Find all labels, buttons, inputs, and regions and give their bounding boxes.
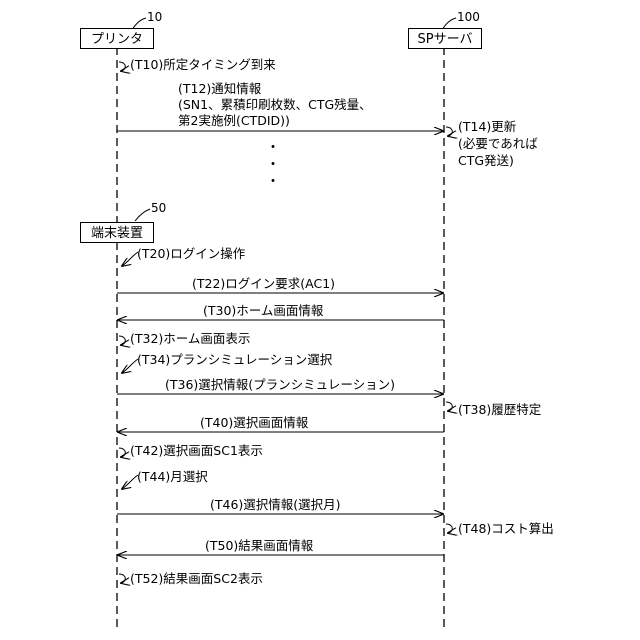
step-t34: (T34)プランシミュレーション選択: [137, 352, 332, 367]
ellipsis-dot-2: ・: [266, 158, 280, 172]
step-t48: (T48)コスト算出: [458, 521, 554, 536]
step-t14-line1: (T14)更新: [458, 119, 516, 134]
ellipsis-dot-3: ・: [266, 175, 280, 189]
t34-curl: [122, 359, 138, 373]
t48-curl: [446, 524, 452, 533]
step-t32: (T32)ホーム画面表示: [130, 331, 250, 346]
terminal-ref-number: 50: [151, 201, 166, 215]
step-t50: (T50)結果画面情報: [205, 538, 313, 553]
step-t30: (T30)ホーム画面情報: [203, 303, 323, 318]
step-t40: (T40)選択画面情報: [200, 415, 308, 430]
t10-curl: [119, 62, 125, 71]
step-t44: (T44)月選択: [137, 469, 208, 484]
t14-curl: [446, 127, 452, 136]
step-t36: (T36)選択情報(プランシミュレーション): [165, 377, 395, 392]
ellipsis-dot-1: ・: [266, 141, 280, 155]
t42-curl: [119, 448, 125, 457]
step-t42: (T42)選択画面SC1表示: [130, 443, 263, 458]
terminal-label: 端末装置: [91, 226, 143, 241]
sp-server-box: SPサーバ: [408, 28, 482, 49]
terminal-box: 端末装置: [80, 222, 154, 243]
printer-box: プリンタ: [80, 28, 154, 49]
t38-curl: [446, 402, 452, 411]
step-t12-line2: (SN1、累積印刷枚数、CTG残量、: [178, 97, 372, 112]
step-t14-line2: (必要であれば: [458, 136, 538, 151]
terminal-ref-leader: [135, 209, 150, 221]
t44-curl: [122, 475, 138, 489]
step-t12-line3: 第2実施例(CTDID)): [178, 113, 290, 128]
step-t46: (T46)選択情報(選択月): [210, 497, 341, 512]
t32-curl: [119, 336, 125, 345]
step-t20: (T20)ログイン操作: [137, 246, 245, 261]
printer-ref-number: 10: [147, 10, 162, 24]
sp-server-label: SPサーバ: [418, 32, 473, 47]
step-t12-line1: (T12)通知情報: [178, 81, 261, 96]
printer-label: プリンタ: [91, 32, 143, 47]
step-t22: (T22)ログイン要求(AC1): [192, 276, 335, 291]
t52-curl: [119, 574, 125, 583]
step-t38: (T38)履歴特定: [458, 402, 541, 417]
sp-server-ref-number: 100: [457, 10, 480, 24]
step-t10: (T10)所定タイミング到来: [130, 57, 276, 72]
step-t14-line3: CTG発送): [458, 153, 514, 168]
step-t52: (T52)結果画面SC2表示: [130, 571, 263, 586]
t20-curl: [122, 252, 138, 266]
